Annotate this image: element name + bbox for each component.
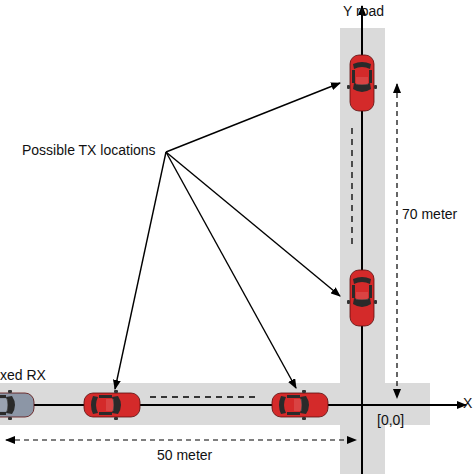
axis-label: Y road [343, 4, 384, 19]
road-band [0, 28, 430, 474]
receiver-label: xed RX [0, 368, 46, 383]
dimension-line [6, 84, 397, 440]
dimension-label: 50 meter [157, 448, 212, 463]
dashed-gap [150, 128, 352, 397]
origin-label: [0,0] [377, 413, 404, 428]
leader-arrow [115, 83, 340, 389]
car-icon [0, 55, 377, 420]
axis-line [0, 6, 466, 474]
callout-text: Possible TX locations [22, 143, 156, 158]
axis-label: X [463, 396, 472, 411]
dimension-label: 70 meter [402, 207, 457, 222]
